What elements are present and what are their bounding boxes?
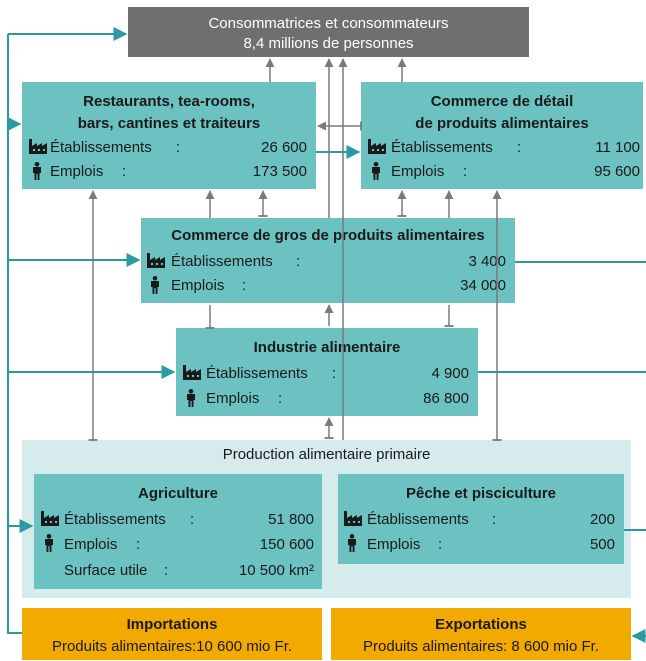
restaurants-jobs-value: 173 500 bbox=[252, 163, 307, 180]
industry-jobs-value: 86 800 bbox=[423, 390, 469, 407]
restaurants-box: Restaurants, tea-rooms, bars, cantines e… bbox=[22, 82, 316, 189]
industry-box: Industrie alimentaire Établissements : 4… bbox=[176, 328, 478, 416]
retail-establishments-label: Établissements bbox=[391, 139, 493, 156]
industry-establishments-label: Établissements bbox=[206, 365, 308, 382]
retail-box: Commerce de détail de produits alimentai… bbox=[361, 82, 643, 189]
colon: : bbox=[438, 536, 443, 553]
colon: : bbox=[164, 562, 169, 579]
restaurants-establishments-label: Établissements bbox=[50, 139, 152, 156]
consumers-box: Consommatrices et consommateurs 8,4 mill… bbox=[128, 7, 529, 57]
colon: : bbox=[136, 536, 141, 553]
fishing-box: Pêche et pisciculture Établissements : 2… bbox=[338, 474, 624, 564]
colon: : bbox=[492, 511, 497, 528]
wholesale-box: Commerce de gros de produits alimentaire… bbox=[141, 218, 515, 303]
wholesale-jobs-label: Emplois bbox=[171, 277, 225, 294]
fishing-establishments-label: Établissements bbox=[367, 511, 469, 528]
person-icon bbox=[33, 162, 41, 180]
factory-icon bbox=[368, 139, 386, 154]
exports-title: Exportations bbox=[435, 616, 527, 633]
colon: : bbox=[242, 277, 247, 294]
restaurants-title-line2: bars, cantines et traiteurs bbox=[77, 115, 261, 132]
wholesale-establishments-label: Établissements bbox=[171, 253, 273, 270]
fishing-jobs-value: 500 bbox=[589, 536, 615, 553]
retail-jobs-value: 95 600 bbox=[594, 163, 640, 180]
restaurants-title-line1: Restaurants, tea-rooms, bbox=[83, 93, 255, 110]
retail-title-line2: de produits alimentaires bbox=[415, 115, 589, 132]
colon: : bbox=[176, 139, 181, 156]
factory-icon bbox=[344, 511, 362, 526]
retail-jobs-label: Emplois bbox=[391, 163, 445, 180]
factory-icon bbox=[41, 511, 59, 526]
industry-jobs-label: Emplois bbox=[206, 390, 260, 407]
factory-icon bbox=[29, 139, 47, 154]
industry-title: Industrie alimentaire bbox=[253, 339, 401, 356]
agriculture-area-value: 10 500 km² bbox=[238, 562, 314, 579]
restaurants-establishments-value: 26 600 bbox=[261, 139, 307, 156]
primary-production-title: Production alimentaire primaire bbox=[222, 446, 431, 463]
colon: : bbox=[463, 163, 468, 180]
colon: : bbox=[332, 365, 337, 382]
person-icon bbox=[151, 276, 159, 294]
imports-line: Produits alimentaires:10 600 mio Fr. bbox=[51, 638, 293, 655]
agriculture-jobs-label: Emplois bbox=[64, 536, 118, 553]
person-icon bbox=[372, 162, 380, 180]
agriculture-area-label: Surface utile bbox=[64, 562, 148, 579]
person-icon bbox=[187, 389, 195, 407]
agriculture-establishments-value: 51 800 bbox=[268, 511, 314, 528]
person-icon bbox=[348, 534, 356, 552]
wholesale-title: Commerce de gros de produits alimentaire… bbox=[171, 227, 485, 244]
import-trunk-line bbox=[7, 34, 22, 634]
person-icon bbox=[45, 534, 53, 552]
colon: : bbox=[296, 253, 301, 270]
agriculture-establishments-label: Établissements bbox=[64, 511, 166, 528]
colon: : bbox=[517, 139, 522, 156]
fishing-title: Pêche et pisciculture bbox=[405, 485, 557, 502]
colon: : bbox=[278, 390, 283, 407]
factory-icon bbox=[183, 365, 201, 380]
exports-line: Produits alimentaires: 8 600 mio Fr. bbox=[363, 638, 599, 655]
retail-title-line1: Commerce de détail bbox=[430, 93, 574, 110]
colon: : bbox=[190, 511, 195, 528]
fishing-establishments-value: 200 bbox=[589, 511, 615, 528]
agriculture-jobs-value: 150 600 bbox=[259, 536, 314, 553]
imports-box: Importations Produits alimentaires:10 60… bbox=[22, 608, 322, 660]
restaurants-jobs-label: Emplois bbox=[50, 163, 104, 180]
fishing-jobs-label: Emplois bbox=[367, 536, 421, 553]
exports-box: Exportations Produits alimentaires: 8 60… bbox=[331, 608, 631, 660]
consumers-title: Consommatrices et consommateurs bbox=[208, 15, 449, 32]
colon: : bbox=[122, 163, 127, 180]
industry-establishments-value: 4 900 bbox=[431, 365, 469, 382]
retail-establishments-value: 11 100 bbox=[595, 139, 640, 156]
imports-title: Importations bbox=[126, 616, 218, 633]
agriculture-title: Agriculture bbox=[137, 485, 218, 502]
consumers-subtitle: 8,4 millions de personnes bbox=[243, 35, 414, 52]
factory-icon bbox=[147, 253, 165, 268]
agriculture-box: Agriculture Établissements : 51 800 Empl… bbox=[34, 474, 322, 589]
